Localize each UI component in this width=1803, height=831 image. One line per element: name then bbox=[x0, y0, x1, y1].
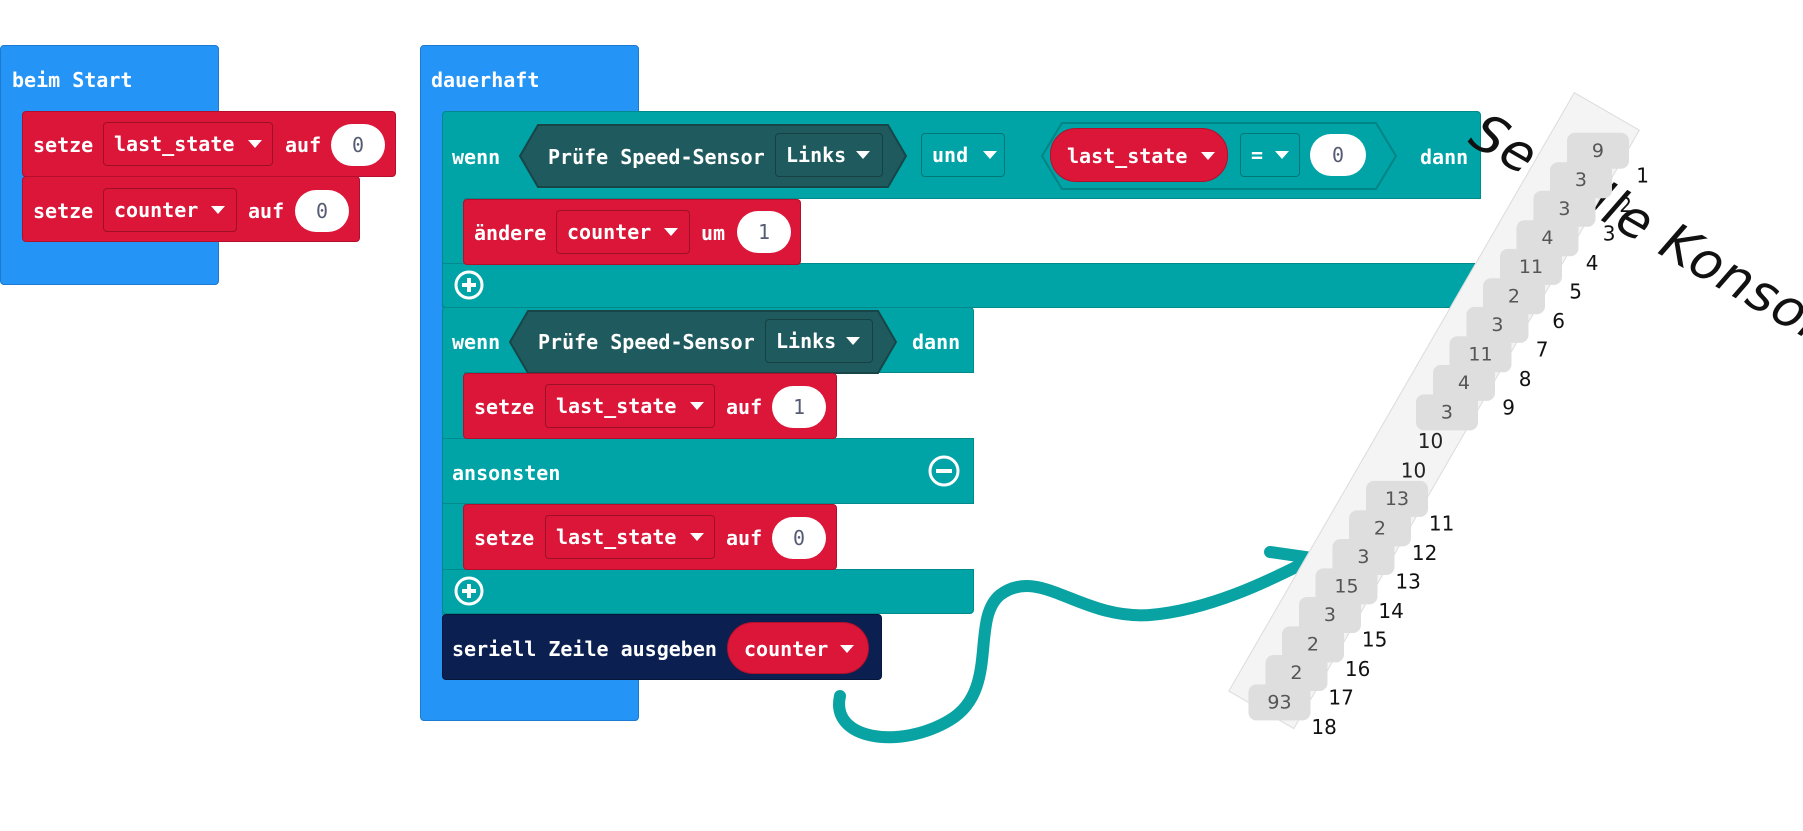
if-keyword: wenn bbox=[452, 330, 501, 354]
chevron-down-icon bbox=[1201, 152, 1215, 160]
change-connector: um bbox=[701, 221, 726, 245]
chevron-down-icon bbox=[690, 402, 704, 410]
set-connector: auf bbox=[726, 395, 763, 419]
chevron-down-icon bbox=[856, 151, 870, 159]
minus-circle-icon[interactable] bbox=[927, 454, 961, 488]
variable-name: counter bbox=[114, 198, 199, 222]
console-row-number: 4 bbox=[1586, 250, 1599, 275]
chevron-down-icon bbox=[983, 151, 997, 159]
set-connector: auf bbox=[285, 133, 322, 157]
variable-dropdown-last-state[interactable]: last_state bbox=[103, 122, 273, 166]
console-row-number: 5 bbox=[1569, 279, 1583, 304]
if-block-1-footer bbox=[442, 263, 1481, 308]
serial-variable-pill[interactable]: counter bbox=[727, 622, 869, 674]
set-verb: setze bbox=[33, 133, 94, 157]
console-row-number: 12 bbox=[1412, 540, 1438, 565]
compare-variable: last_state bbox=[1067, 144, 1188, 168]
variable-dropdown-counter[interactable]: counter bbox=[103, 188, 237, 232]
compare-operator-dropdown[interactable]: = bbox=[1240, 133, 1300, 177]
variable-name: counter bbox=[567, 220, 652, 244]
plus-circle-icon[interactable] bbox=[453, 269, 485, 301]
sensor-label: Prüfe Speed-Sensor bbox=[538, 330, 755, 354]
console-row-number: 15 bbox=[1361, 627, 1388, 652]
chevron-down-icon bbox=[248, 140, 262, 148]
then-keyword: dann bbox=[1420, 145, 1469, 169]
else-label: ansonsten bbox=[452, 461, 561, 485]
console-row-number: 11 bbox=[1428, 511, 1455, 536]
set-connector: auf bbox=[726, 526, 763, 550]
chevron-down-icon bbox=[690, 533, 704, 541]
forever-label: dauerhaft bbox=[431, 68, 540, 92]
number-input[interactable]: 1 bbox=[737, 211, 791, 253]
logic-operator-dropdown[interactable]: und bbox=[921, 133, 1005, 177]
number-input[interactable]: 0 bbox=[295, 190, 349, 232]
console-row-number: 6 bbox=[1552, 308, 1566, 333]
chevron-down-icon bbox=[1275, 151, 1289, 159]
variable-dropdown-last-state[interactable]: last_state bbox=[545, 384, 715, 428]
sensor-side-dropdown[interactable]: Links bbox=[775, 133, 883, 177]
change-verb: ändere bbox=[474, 221, 547, 245]
chevron-down-icon bbox=[846, 337, 860, 345]
console-row-number: 13 bbox=[1395, 569, 1421, 594]
on-start-label: beim Start bbox=[12, 68, 133, 92]
variable-dropdown-last-state[interactable]: last_state bbox=[545, 515, 715, 559]
serial-variable: counter bbox=[744, 637, 829, 661]
console-row-number: 3 bbox=[1602, 221, 1616, 246]
serial-label: seriell Zeile ausgeben bbox=[452, 637, 717, 661]
else-header bbox=[442, 438, 974, 504]
number-input[interactable]: 0 bbox=[1310, 134, 1366, 176]
variable-name: last_state bbox=[114, 132, 235, 156]
number-input[interactable]: 0 bbox=[772, 517, 826, 559]
number-input[interactable]: 0 bbox=[331, 124, 385, 166]
sensor-side-dropdown[interactable]: Links bbox=[765, 319, 873, 363]
sensor-label: Prüfe Speed-Sensor bbox=[548, 145, 765, 169]
console-row-number: 14 bbox=[1378, 598, 1405, 623]
sensor-side-value: Links bbox=[786, 143, 847, 167]
then-keyword: dann bbox=[912, 330, 961, 354]
compare-operator-value: = bbox=[1251, 143, 1264, 167]
console-row-number: 7 bbox=[1535, 337, 1549, 362]
if-keyword: wenn bbox=[452, 145, 501, 169]
set-verb: setze bbox=[474, 395, 535, 419]
compare-variable-pill[interactable]: last_state bbox=[1050, 128, 1228, 182]
console-row-number: 1 bbox=[1636, 163, 1650, 188]
console-row-number: 2 bbox=[1619, 192, 1633, 217]
variable-name: last_state bbox=[556, 394, 677, 418]
plus-circle-icon[interactable] bbox=[453, 575, 485, 607]
variable-name: last_state bbox=[556, 525, 677, 549]
sensor-side-value: Links bbox=[776, 329, 837, 353]
variable-dropdown-counter[interactable]: counter bbox=[556, 210, 690, 254]
console-row-number: 16 bbox=[1345, 656, 1371, 681]
console-row-number: 9 bbox=[1502, 395, 1516, 420]
chevron-down-icon bbox=[664, 228, 678, 236]
console-row-number: 18 bbox=[1311, 714, 1338, 739]
set-connector: auf bbox=[248, 199, 285, 223]
console-row-number: 17 bbox=[1328, 685, 1354, 710]
set-verb: setze bbox=[33, 199, 94, 223]
console-value: 93 bbox=[1248, 684, 1311, 721]
chevron-down-icon bbox=[840, 645, 854, 653]
set-verb: setze bbox=[474, 526, 535, 550]
logic-operator-value: und bbox=[932, 143, 969, 167]
console-row-number: 8 bbox=[1519, 366, 1532, 391]
chevron-down-icon bbox=[211, 206, 225, 214]
number-input[interactable]: 1 bbox=[772, 386, 826, 428]
